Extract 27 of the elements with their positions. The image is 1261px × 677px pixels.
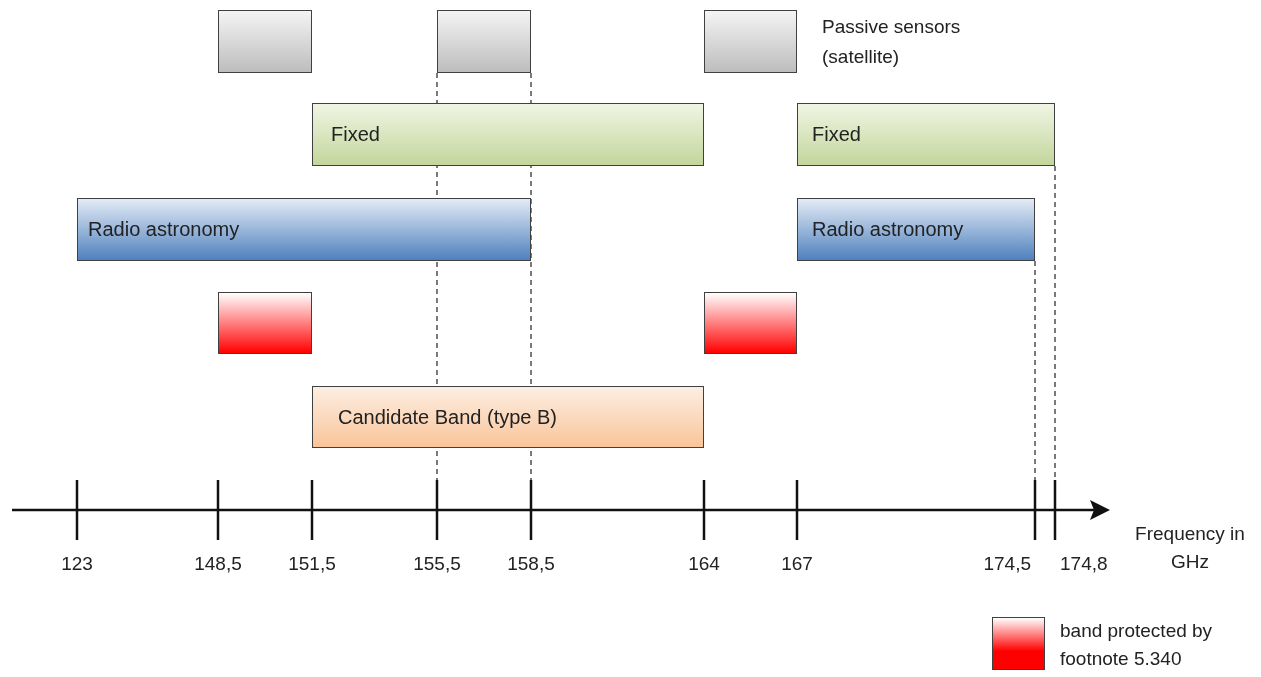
tick-label: 148,5 [193,553,243,575]
band-bar [704,292,797,354]
band-label: Radio astronomy [812,218,964,241]
band-label: Fixed [331,123,380,146]
axis-title: Frequency in GHz [1135,522,1245,574]
band-bar [437,10,531,73]
band-bar [218,292,312,354]
frequency-band-bar [312,386,704,448]
tick-label: 174,5 [983,553,1031,575]
frequency-band-bar [797,198,1035,261]
frequency-band-bar [77,198,531,261]
tick-label: 164 [687,553,721,575]
legend-label: band protected by footnote 5.340 [1060,619,1214,671]
band-label: Candidate Band (type B) [338,405,558,429]
frequency-band-bar [797,103,1055,166]
tick-label: 167 [780,553,814,575]
tick-label: 155,5 [412,553,462,575]
band-label: Fixed [812,123,861,146]
band-bar [704,10,797,73]
band-caption: Passive sensors (satellite) [822,15,962,69]
tick-label: 158,5 [506,553,556,575]
band-bar [218,10,312,73]
band-label: Radio astronomy [88,218,240,241]
tick-label: 151,5 [287,553,337,575]
frequency-band-bar [312,103,704,166]
tick-label: 174,8 [1060,553,1108,575]
tick-label: 123 [60,553,94,575]
